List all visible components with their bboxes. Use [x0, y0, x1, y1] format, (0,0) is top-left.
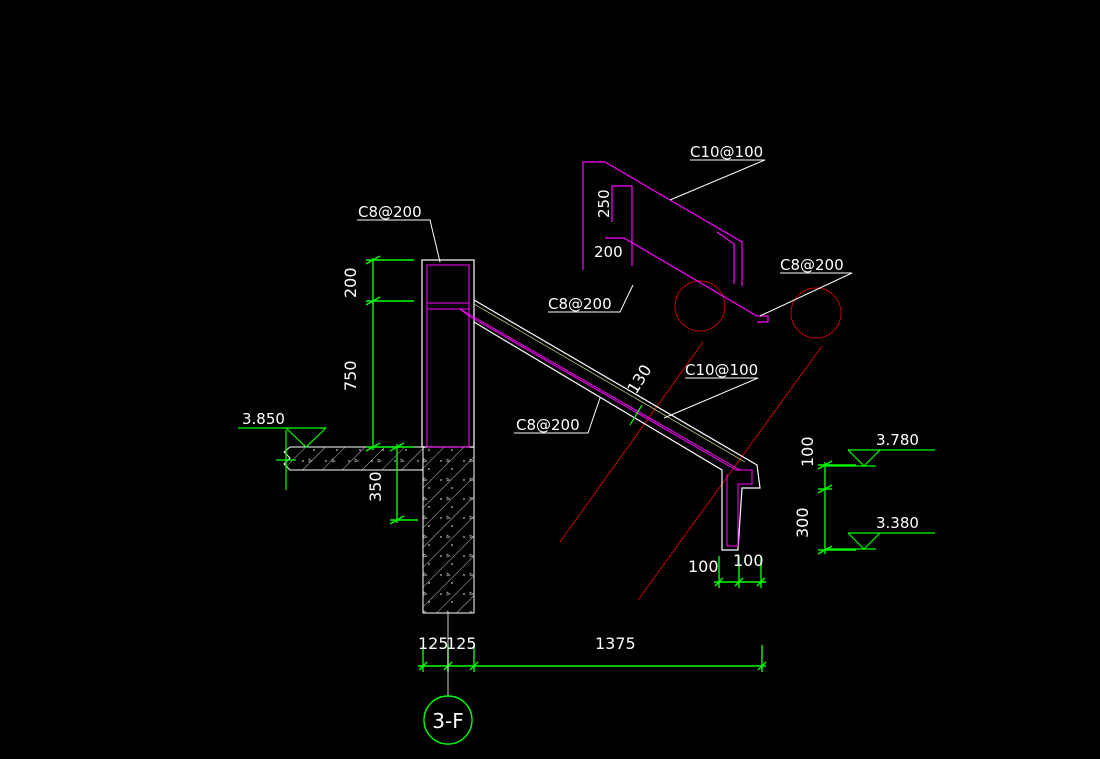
rebar-inner-bar — [611, 185, 633, 266]
dim-edge-width-1: 100 — [688, 557, 719, 576]
dim-bottom-a: 125 — [418, 634, 449, 653]
dim-bottom-span: 1375 — [595, 634, 636, 653]
elevation-marker-left — [238, 427, 327, 490]
grid-axis-bubble — [423, 695, 473, 745]
bottom-dims — [418, 645, 767, 672]
rebar-label-slab-distribution: C8@200 — [516, 416, 580, 434]
construction-circle-1 — [674, 280, 726, 332]
rebar-top-bar — [582, 161, 743, 286]
grid-axis — [423, 613, 473, 745]
detail-dim-200: 200 — [594, 243, 623, 261]
floor-slab — [283, 446, 424, 471]
dim-edge-bottom: 300 — [793, 507, 812, 538]
dim-wall-drop: 350 — [366, 471, 385, 502]
construction-line-1 — [559, 341, 704, 543]
construction-lines — [559, 280, 842, 601]
rebar-label-slab-main: C10@100 — [685, 361, 758, 379]
elevation-left: 3.850 — [242, 410, 285, 428]
detail-dim-250: 250 — [595, 189, 613, 218]
grid-axis-label: 3-F — [432, 709, 463, 733]
dim-column-mid: 750 — [341, 360, 360, 391]
dim-edge-top: 100 — [798, 436, 817, 467]
elevation-right-top: 3.780 — [876, 431, 919, 449]
rebar-label-column-top: C8@200 — [358, 203, 422, 221]
elevation-right-bottom: 3.380 — [876, 514, 919, 532]
rebar-label-detail-left: C8@200 — [548, 295, 612, 313]
wall-section — [422, 446, 475, 614]
dim-column-top: 200 — [341, 267, 360, 298]
construction-circle-2 — [790, 287, 842, 339]
construction-line-2 — [637, 345, 823, 601]
dim-slab-thickness: 130 — [623, 361, 655, 397]
right-edge-dims — [714, 460, 856, 588]
rebar-label-detail-right: C8@200 — [780, 256, 844, 274]
rebar-label-detail-top: C10@100 — [690, 143, 763, 161]
inclined-slab — [432, 299, 761, 551]
parapet-column — [421, 259, 475, 448]
dim-bottom-b: 125 — [446, 634, 477, 653]
left-vertical-dims — [365, 255, 418, 525]
slab-thickness-dim — [629, 404, 643, 426]
rebar-bottom-bar — [605, 237, 769, 323]
rebar-detail — [582, 161, 769, 323]
rebar-hook — [716, 231, 735, 284]
dim-edge-width-2: 100 — [733, 551, 764, 570]
elevation-markers-right — [826, 449, 935, 550]
leader-lines — [357, 159, 853, 434]
